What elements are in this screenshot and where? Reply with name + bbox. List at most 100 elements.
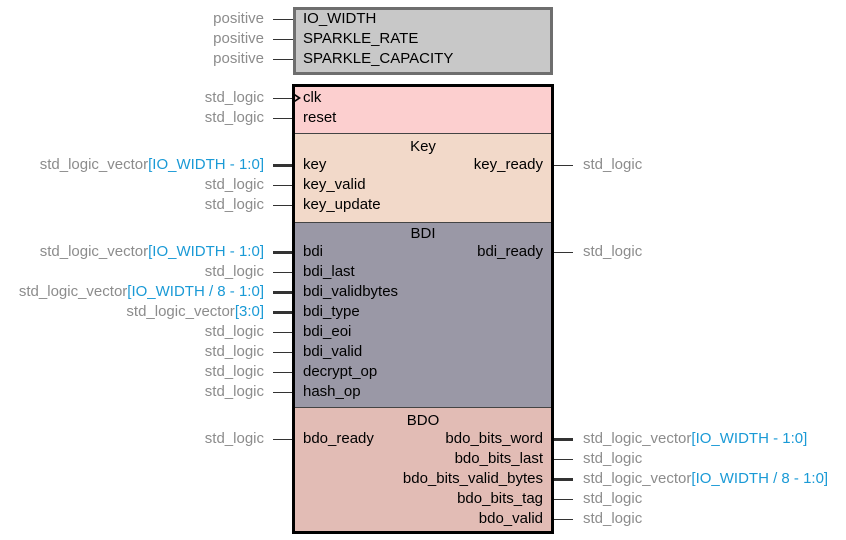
wire-bdi-last xyxy=(273,272,293,273)
port-bdi-type-type: std_logic_vector xyxy=(126,303,235,320)
port-bdi-type-range: [3:0] xyxy=(234,303,264,320)
clock-edge-icon xyxy=(295,94,301,102)
wire-bdo-bits-valid-bytes xyxy=(553,478,573,481)
port-bdo-bits-last-type: std_logic xyxy=(583,450,643,467)
wire-bdi-eoi xyxy=(273,332,293,333)
port-bdi-eoi-type: std_logic xyxy=(204,323,264,340)
port-bdi-validbytes: bdi_validbytes xyxy=(303,283,399,300)
port-decrypt-op: decrypt_op xyxy=(303,363,378,380)
port-key-valid-type-label: std_logic xyxy=(205,176,264,194)
port-bdo-bits-word-type: std_logic_vector xyxy=(583,430,692,447)
port-bdi-eoi: bdi_eoi xyxy=(303,323,352,340)
port-key-range: [IO_WIDTH - 1:0] xyxy=(148,156,264,173)
port-bdi-eoi-type-label: std_logic xyxy=(205,323,264,341)
section-clock xyxy=(293,85,553,133)
generics-box xyxy=(293,7,553,75)
port-bdi-validbytes-type: std_logic_vector xyxy=(18,283,128,300)
port-key-type: std_logic_vector xyxy=(39,156,149,173)
generic-wire-1 xyxy=(273,39,293,40)
section-bdo xyxy=(293,407,553,532)
wire-bdo-bits-tag xyxy=(553,499,573,500)
wire-bdo-bits-word xyxy=(553,438,573,441)
generic-sparkle-rate: SPARKLE_RATE xyxy=(303,30,419,47)
port-bdi-valid: bdi_valid xyxy=(303,343,363,360)
generic-wire-0 xyxy=(273,19,293,20)
port-clk: clk xyxy=(303,89,322,106)
port-bdo-valid-type: std_logic xyxy=(583,510,643,527)
wire-key-ready xyxy=(553,165,573,166)
wire-key xyxy=(273,164,293,167)
port-hash-op: hash_op xyxy=(303,383,361,400)
port-bdi-type: std_logic_vector xyxy=(39,243,149,260)
port-bdo-ready: bdo_ready xyxy=(303,430,374,447)
port-reset: reset xyxy=(303,109,337,126)
port-bdo-bits-valid-bytes: bdo_bits_valid_bytes xyxy=(402,470,543,487)
port-bdi-type-type-label: std_logic_vector[3:0] xyxy=(126,303,264,321)
port-decrypt-op-type: std_logic xyxy=(204,363,264,380)
port-bdo-bits-valid-bytes-range: [IO_WIDTH / 8 - 1:0] xyxy=(691,470,829,487)
port-bdo-ready-type: std_logic xyxy=(204,430,264,447)
port-clk-type-label: std_logic xyxy=(205,89,264,107)
wire-bdi-ready xyxy=(553,252,573,253)
port-bdi-validbytes-type-label: std_logic_vector[IO_WIDTH / 8 - 1:0] xyxy=(19,283,264,301)
port-bdo-bits-last: bdo_bits_last xyxy=(454,450,543,467)
port-bdo-bits-word-type-label: std_logic_vector[IO_WIDTH - 1:0] xyxy=(583,430,807,448)
generic-type-0: positive xyxy=(213,10,264,27)
wire-bdi xyxy=(273,251,293,254)
generic-sparkle-capacity: SPARKLE_CAPACITY xyxy=(303,50,454,67)
port-bdo-bits-word: bdo_bits_word xyxy=(445,430,543,447)
section-title-bdo: BDO xyxy=(406,412,440,429)
wire-key-valid xyxy=(273,185,293,186)
port-bdo-bits-last-type-label: std_logic xyxy=(583,450,642,468)
generic-io-width: IO_WIDTH xyxy=(303,10,377,27)
port-hash-op-type: std_logic xyxy=(204,383,264,400)
wire-bdi-valid xyxy=(273,352,293,353)
section-bdi xyxy=(293,222,553,407)
port-key-ready-type-label: std_logic xyxy=(583,156,642,174)
wire-decrypt-op xyxy=(273,372,293,373)
port-key-ready-type: std_logic xyxy=(583,156,643,173)
generic-type-2: positive xyxy=(213,50,264,67)
port-bdi-last-type: std_logic xyxy=(204,263,264,280)
port-bdo-bits-valid-bytes-type-label: std_logic_vector[IO_WIDTH / 8 - 1:0] xyxy=(583,470,828,488)
port-key-type-label: std_logic_vector[IO_WIDTH - 1:0] xyxy=(40,156,264,174)
wire-bdi-type xyxy=(273,311,293,314)
port-bdi-type-label: std_logic_vector[IO_WIDTH - 1:0] xyxy=(40,243,264,261)
port-bdi-valid-type: std_logic xyxy=(204,343,264,360)
port-bdi: bdi xyxy=(303,243,324,260)
clock-edge-icon-fill xyxy=(295,95,298,100)
wire-bdo-valid xyxy=(553,519,573,520)
port-bdo-bits-tag-type: std_logic xyxy=(583,490,643,507)
port-key-valid-type: std_logic xyxy=(204,176,264,193)
generic-wire-2 xyxy=(273,59,293,60)
port-bdi-valid-type-label: std_logic xyxy=(205,343,264,361)
port-hash-op-type-label: std_logic xyxy=(205,383,264,401)
port-bdo-bits-tag-type-label: std_logic xyxy=(583,490,642,508)
section-title-bdi: BDI xyxy=(410,225,436,242)
generic-type-1: positive xyxy=(213,30,264,47)
wire-bdi-validbytes xyxy=(273,291,293,294)
port-key-update-type: std_logic xyxy=(204,196,264,213)
port-bdi-last: bdi_last xyxy=(303,263,355,280)
port-bdo-valid-type-label: std_logic xyxy=(583,510,642,528)
port-bdi-type: bdi_type xyxy=(303,303,360,320)
port-reset-type: std_logic xyxy=(204,109,264,126)
wire-reset xyxy=(273,118,293,119)
port-key-valid: key_valid xyxy=(303,176,366,193)
section-key xyxy=(293,133,553,222)
wire-clk xyxy=(273,98,293,99)
port-bdo-valid: bdo_valid xyxy=(478,510,543,527)
wire-key-update xyxy=(273,205,293,206)
port-bdi-ready: bdi_ready xyxy=(477,243,543,260)
port-decrypt-op-type-label: std_logic xyxy=(205,363,264,381)
wire-hash-op xyxy=(273,392,293,393)
port-bdo-ready-type-label: std_logic xyxy=(205,430,264,448)
port-bdo-bits-valid-bytes-type: std_logic_vector xyxy=(583,470,692,487)
port-key-update: key_update xyxy=(303,196,381,213)
port-bdi-range: [IO_WIDTH - 1:0] xyxy=(148,243,264,260)
port-bdo-bits-word-range: [IO_WIDTH - 1:0] xyxy=(691,430,808,447)
port-key-ready: key_ready xyxy=(473,156,543,173)
port-bdi-ready-type: std_logic xyxy=(583,243,643,260)
port-bdo-bits-tag: bdo_bits_tag xyxy=(457,490,543,507)
